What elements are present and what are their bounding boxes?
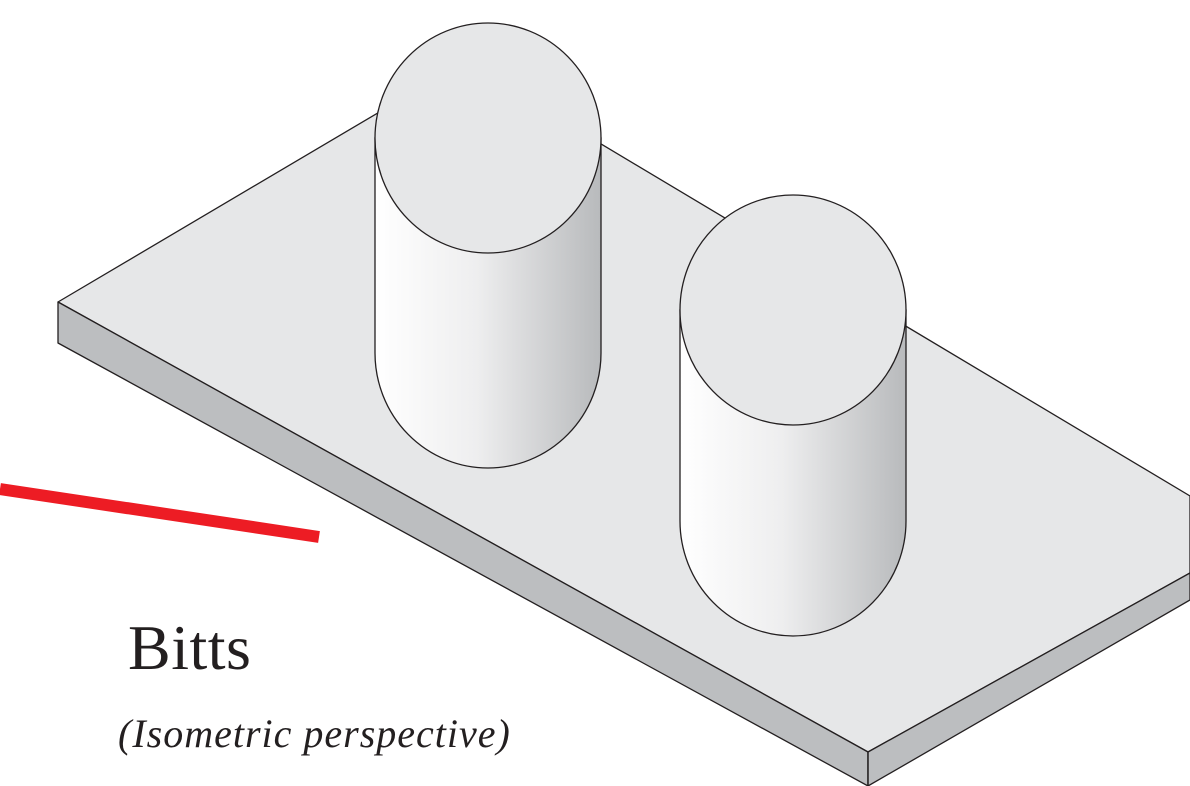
base-plate xyxy=(57,61,1190,786)
bitt-right xyxy=(679,194,907,637)
bitt-left-top xyxy=(374,22,602,254)
bitt-right-top xyxy=(679,194,907,426)
diagram-title: Bitts xyxy=(128,612,252,683)
bitt-left xyxy=(374,22,602,469)
diagram-subtitle: (Isometric perspective) xyxy=(118,711,511,756)
pointer-line xyxy=(0,483,320,543)
base-plate-left-side xyxy=(57,301,869,786)
